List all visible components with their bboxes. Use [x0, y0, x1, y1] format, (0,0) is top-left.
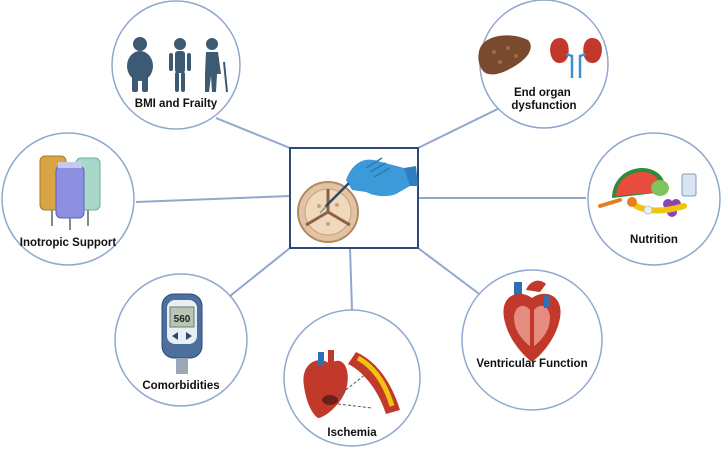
center-panel [289, 147, 419, 249]
glucometer-screen [169, 306, 195, 328]
connector-bmi [215, 117, 291, 149]
node-inotropic: Inotropic Support [1, 132, 135, 266]
connector-ischemia [349, 247, 353, 311]
people-silhouettes-icon [127, 37, 228, 93]
heart-cross-section-icon [503, 280, 561, 362]
node-ventricular: Ventricular Function [461, 269, 603, 411]
node-circle-nutrition [587, 132, 721, 266]
connector-comorbidities [229, 247, 291, 297]
heart-and-occluded-artery-icon [303, 350, 400, 418]
connector-end-organ [417, 101, 513, 149]
node-ischemia: Ischemia [283, 309, 421, 447]
label-ventricular: Ventricular Function [476, 358, 587, 370]
connector-inotropic [135, 195, 291, 203]
glucometer-reading: 560 [174, 314, 191, 325]
glucometer-icon: 560 [161, 293, 203, 374]
label-bmi-frailty: BMI and Frailty [135, 98, 218, 110]
node-comorbidities: 560 Comorbidities [114, 273, 248, 407]
node-end-organ: End organ dysfunction [478, 0, 609, 129]
label-inotropic: Inotropic Support [20, 237, 117, 249]
fruits-and-vegetables-icon [598, 168, 697, 217]
label-comorbidities: Comorbidities [142, 380, 219, 392]
surgeon-hand-icon [319, 157, 418, 214]
liver-and-kidneys-icon [478, 35, 602, 78]
connector-ventricular [417, 247, 483, 297]
node-bmi-frailty: BMI and Frailty [111, 0, 241, 130]
node-nutrition: Nutrition [587, 132, 721, 266]
iv-bags-icon [39, 155, 101, 230]
label-nutrition: Nutrition [630, 234, 678, 246]
connectors [135, 101, 586, 311]
label-end-organ: End organ dysfunction [511, 87, 576, 112]
scalpel-icon [324, 182, 350, 208]
aortic-valve-icon [297, 181, 359, 243]
label-ischemia: Ischemia [327, 427, 377, 439]
